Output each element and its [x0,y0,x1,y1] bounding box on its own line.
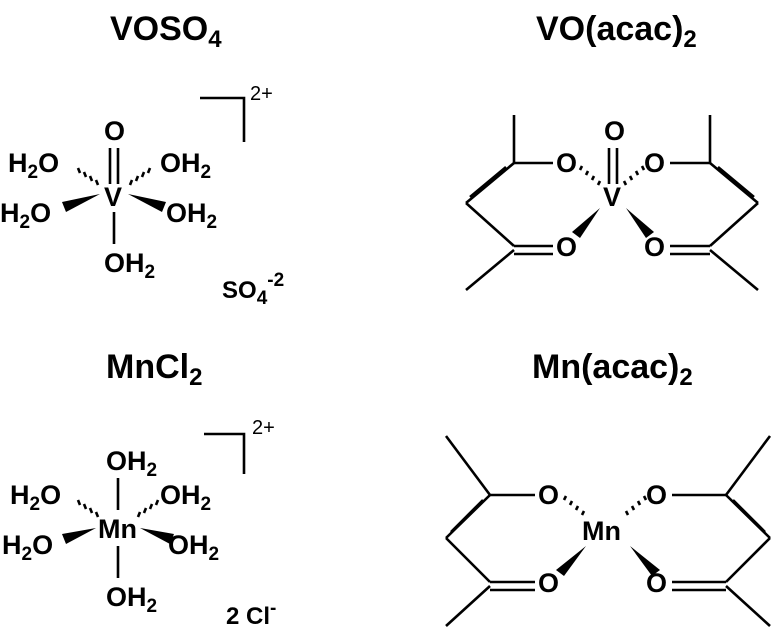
mnacac-o-lower-right: O [646,568,667,598]
voacac-oxo-atom: O [604,116,625,146]
voso4-water-lower-right: OH2 [166,198,217,233]
mncl2-structure: 2+ OH2 Mn H2O OH2 H2O OH2 OH2 [2,417,276,630]
mnacac-left-c2-c3 [445,537,491,583]
mnacac-o-lower-left: O [538,568,559,598]
mnacac-structure: Mn O O O O [444,435,772,627]
voacac-structure: O V O O O O [465,115,759,291]
voacac-o-lower-right: O [644,232,665,262]
voso4-wedge-left [62,194,100,212]
voacac-right-c1-c2-double [717,166,755,198]
mncl2-water-top: OH2 [106,446,157,481]
voacac-left-c1-c2-double [469,166,507,198]
voacac-left-c1-c2 [465,162,515,204]
mncl2-wedge-right [140,528,174,544]
voacac-hash-right [622,165,646,186]
voso4-structure: 2+ O V H2O OH2 H2O OH2 OH2 [0,83,284,309]
voacac-wedge-left [572,208,600,238]
voacac-wedge-right [626,208,654,238]
voacac-left-c2-c3 [465,202,515,247]
mnacac-right-c2-c3 [725,537,771,583]
mnacac-right-c1-c2-double [732,499,766,533]
mnacac-wedge-left [556,546,586,576]
mnacac-wedge-right [630,546,660,576]
voacac-right-methyl-bottom [709,249,759,291]
voso4-water-lower-left: H2O [0,198,51,233]
mncl2-hash-left [76,499,100,518]
mncl2-counterion: 2 Cl- [226,598,276,630]
voacac-o-lower-left: O [556,232,577,262]
voacac-left-methyl-bottom [465,249,515,291]
voacac-hash-left [578,165,602,186]
voso4-hash-right [128,167,152,186]
voacac-o-upper-right: O [644,148,665,178]
mnacac-hash-right [624,495,648,516]
voso4-water-upper-left: H2O [8,148,59,183]
mncl2-charge: 2+ [252,417,275,439]
mncl2-water-lower-right: OH2 [168,530,219,565]
voso4-water-upper-right: OH2 [160,148,211,183]
title-mncl2: MnCl2 [106,348,202,391]
voso4-wedge-right [128,194,166,212]
mnacac-metal-atom: Mn [582,516,621,546]
mncl2-water-upper-left: H2O [10,480,61,515]
voso4-counterion: SO4-2 [222,270,284,309]
voacac-right-c2-c3 [709,202,759,247]
title-mnacac: Mn(acac)2 [532,348,693,391]
mnacac-left-c1-c2-double [450,499,484,533]
mnacac-left-methyl-bottom [445,585,491,627]
voso4-oxo-atom: O [104,116,125,146]
mnacac-left-methyl-top [444,435,492,496]
voso4-charge: 2+ [250,83,273,105]
voso4-metal-atom: V [104,182,122,212]
mncl2-water-lower-left: H2O [2,530,53,565]
voso4-hash-left [76,167,100,186]
voacac-metal-atom: V [603,182,621,212]
mncl2-water-upper-right: OH2 [160,480,211,515]
mnacac-hash-left [562,495,586,516]
mncl2-charge-bracket [204,432,246,474]
voso4-charge-bracket [200,96,246,142]
title-voacac: VO(acac)2 [536,10,697,53]
mncl2-wedge-left [62,528,96,544]
mnacac-o-upper-left: O [538,480,559,510]
mncl2-water-bottom: OH2 [106,582,157,617]
voso4-water-bottom: OH2 [104,248,155,283]
voacac-right-c1-c2 [709,162,759,204]
mnacac-right-methyl-bottom [725,585,771,627]
voacac-o-upper-left: O [556,148,577,178]
mnacac-right-methyl-top [724,435,772,496]
mncl2-hash-right [136,499,160,518]
mnacac-o-upper-right: O [646,480,667,510]
title-voso4: VOSO4 [110,10,222,53]
mncl2-metal-atom: Mn [98,514,137,544]
